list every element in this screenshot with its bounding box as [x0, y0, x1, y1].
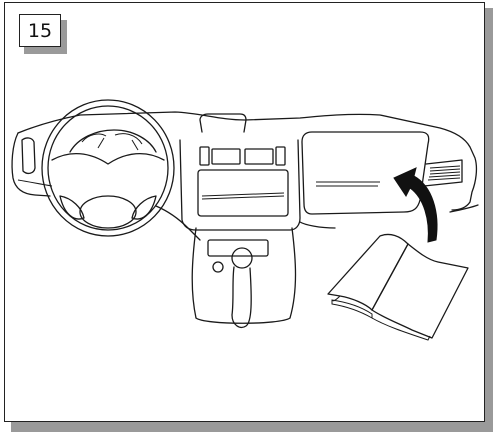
- gear-shifter: [231, 247, 253, 329]
- owners-manual-icon: [327, 233, 469, 341]
- glovebox-icon[interactable]: [301, 131, 463, 215]
- step-number-badge: 15: [19, 14, 61, 47]
- dashboard-outline: [11, 111, 479, 241]
- center-console: [191, 146, 297, 324]
- insert-arrow-icon: [393, 167, 438, 243]
- steering-wheel-icon: [41, 99, 175, 237]
